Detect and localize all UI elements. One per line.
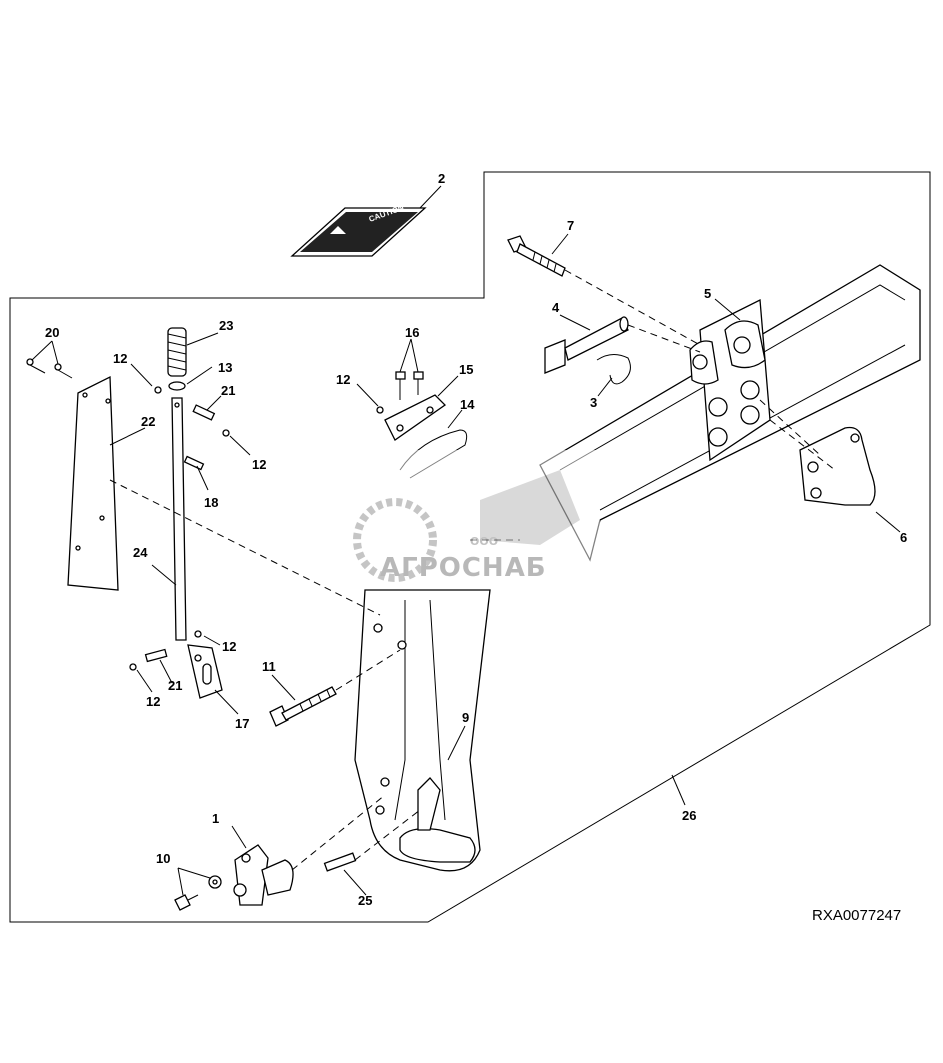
- callout-10: 10: [156, 851, 170, 866]
- leader-lines: [31, 185, 901, 896]
- bracket-15: [384, 394, 447, 441]
- rod-24: [171, 397, 187, 641]
- callout-5: 5: [704, 286, 711, 301]
- callout-3: 3: [590, 395, 597, 410]
- callout-6: 6: [900, 530, 907, 545]
- callout-14: 14: [460, 397, 475, 412]
- spring-23: [167, 327, 187, 377]
- bolt-7: [507, 235, 566, 277]
- callout-2: 2: [438, 171, 445, 186]
- callout-labels: 1 2 3 4 5 6 7 9 10 11 12 12 12 12 12 13 …: [45, 171, 907, 908]
- callout-23: 23: [219, 318, 233, 333]
- watermark-prefix: ООО: [470, 535, 498, 548]
- callout-24: 24: [133, 545, 148, 560]
- callout-16: 16: [405, 325, 419, 340]
- latch-17: [187, 644, 223, 699]
- callout-13: 13: [218, 360, 232, 375]
- assembly-frame: [9, 171, 931, 923]
- bolt-11: [269, 686, 337, 727]
- plate-1: [233, 844, 294, 906]
- pin-21a: [192, 404, 216, 421]
- callout-17: 17: [235, 716, 249, 731]
- callout-12-c: 12: [222, 639, 236, 654]
- pin-18: [183, 455, 205, 471]
- callout-20: 20: [45, 325, 59, 340]
- callout-21-a: 21: [221, 383, 235, 398]
- pin-21b: [144, 648, 168, 663]
- fasteners-12: [129, 386, 384, 671]
- callout-26: 26: [682, 808, 696, 823]
- reference-code: RXA0077247: [812, 907, 901, 924]
- callout-12-d: 12: [146, 694, 160, 709]
- bolts-16: [395, 371, 424, 400]
- pin-25: [323, 852, 357, 872]
- callout-12-a: 12: [113, 351, 127, 366]
- watermark-text: АГРОСНАБ: [380, 553, 547, 583]
- callout-22: 22: [141, 414, 155, 429]
- alignment-lines: [109, 269, 836, 871]
- watermark: ООО АГРОСНАБ: [345, 450, 600, 585]
- pin-4: [544, 316, 629, 374]
- clip-3: [596, 354, 631, 385]
- callout-4: 4: [552, 300, 560, 315]
- shield-22: [67, 375, 119, 591]
- callout-11: 11: [262, 659, 276, 674]
- callout-18: 18: [204, 495, 218, 510]
- drawbar-tongue: [354, 264, 921, 872]
- callout-12-b: 12: [252, 457, 266, 472]
- caution-decal: CAUTION: [290, 203, 427, 257]
- callout-15: 15: [459, 362, 473, 377]
- hook-part: [799, 426, 876, 506]
- callout-9: 9: [462, 710, 469, 725]
- washer-13: [168, 381, 186, 391]
- fasteners-10: [174, 875, 222, 911]
- callout-12-e: 12: [336, 372, 350, 387]
- callout-1: 1: [212, 811, 219, 826]
- callout-25: 25: [358, 893, 372, 908]
- callout-21-b: 21: [168, 678, 182, 693]
- callout-7: 7: [567, 218, 574, 233]
- hardware-20: [26, 358, 73, 379]
